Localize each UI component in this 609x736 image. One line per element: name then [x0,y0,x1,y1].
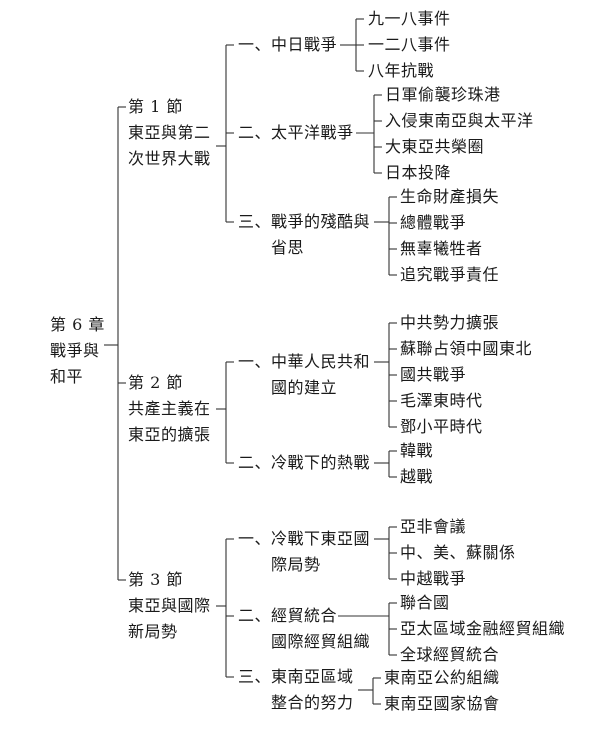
item-2-1-1: 中共勢力擴張 [400,313,500,332]
topic-1-3-line-2: 省思 [271,238,305,257]
item-2-1-5: 鄧小平時代 [400,417,483,436]
item-1-3-1: 生命財產損失 [400,187,500,206]
section-1-line-1: 第 1 節 [128,97,183,116]
topic-1-1-line-1: 一、中日戰爭 [238,35,338,54]
item-1-2-1: 日軍偷襲珍珠港 [385,85,501,104]
section-2-line-2: 共產主義在 [128,399,211,418]
section-2-line-3: 東亞的擴張 [128,425,211,444]
section-2-label: 第 2 節 共產主義在 東亞的擴張 [128,370,211,448]
section-2-line-1: 第 2 節 [128,373,183,392]
item-1-1-2: 一二八事件 [368,35,451,54]
chapter-label: 第 6 章 戰爭與 和平 [50,312,105,390]
topic-3-2-line-2: 國際經貿組織 [271,632,371,651]
section-1-line-3: 次世界大戰 [128,149,211,168]
topic-1-2: 二、太平洋戰爭 [238,120,354,146]
section-3-label: 第 3 節 東亞與國際 新局勢 [128,567,211,645]
topic-3-3: 三、東南亞區域 整合的努力 [238,664,354,716]
topic-2-2-line-1: 二、冷戰下的熱戰 [238,453,371,472]
section-3-line-1: 第 3 節 [128,570,183,589]
topic-2-1-line-2: 國的建立 [271,378,338,397]
topic-3-3-line-2: 整合的努力 [271,693,354,712]
item-3-1-2: 中、美、蘇關係 [400,543,516,562]
topic-1-2-line-1: 二、太平洋戰爭 [238,123,354,142]
item-1-2-2: 入侵東南亞與太平洋 [385,111,534,130]
chapter-line-1: 第 6 章 [50,315,105,334]
item-2-2-1: 韓戰 [400,441,434,460]
item-3-3-2: 東南亞國家協會 [384,694,500,713]
item-1-2-4: 日本投降 [385,163,452,182]
topic-1-3: 三、戰爭的殘酷與 省思 [238,209,370,261]
topic-3-1: 一、冷戰下東亞國 際局勢 [238,526,370,578]
section-3-line-2: 東亞與國際 [128,596,211,615]
item-3-3-1: 東南亞公約組織 [384,668,500,687]
item-1-3-4: 追究戰爭責任 [400,265,500,284]
topic-2-1: 一、中華人民共和 國的建立 [238,349,370,401]
topic-3-2-line-1: 二、經貿統合 [238,606,338,625]
topic-2-1-line-1: 一、中華人民共和 [238,352,371,371]
item-1-1-1: 九一八事件 [368,9,451,28]
topic-1-1: 一、中日戰爭 [238,32,337,58]
item-3-1-1: 亞非會議 [400,517,467,536]
item-3-1-3: 中越戰爭 [400,569,467,588]
chapter-line-2: 戰爭與 [50,341,100,360]
topic-3-1-line-1: 一、冷戰下東亞國 [238,529,371,548]
item-3-2-2: 亞太區域金融經貿組織 [400,619,566,638]
item-2-1-3: 國共戰爭 [400,365,467,384]
item-1-3-3: 無辜犧牲者 [400,239,483,258]
chapter-line-3: 和平 [50,367,84,386]
topic-2-2: 二、冷戰下的熱戰 [238,450,370,476]
topic-3-3-line-1: 三、東南亞區域 [238,667,354,686]
topic-3-2: 二、經貿統合 國際經貿組織 [238,603,370,655]
item-3-2-3: 全球經貿統合 [400,645,500,664]
topic-3-1-line-2: 際局勢 [271,555,321,574]
topic-1-3-line-1: 三、戰爭的殘酷與 [238,212,371,231]
item-2-2-2: 越戰 [400,467,434,486]
item-1-1-3: 八年抗戰 [368,61,435,80]
item-3-2-1: 聯合國 [400,593,450,612]
item-2-1-2: 蘇聯占領中國東北 [400,339,533,358]
section-1-line-2: 東亞與第二 [128,123,211,142]
item-2-1-4: 毛澤東時代 [400,391,483,410]
section-3-line-3: 新局勢 [128,622,178,641]
section-1-label: 第 1 節 東亞與第二 次世界大戰 [128,94,211,172]
item-1-3-2: 總體戰爭 [400,213,467,232]
item-1-2-3: 大東亞共榮圈 [385,137,485,156]
